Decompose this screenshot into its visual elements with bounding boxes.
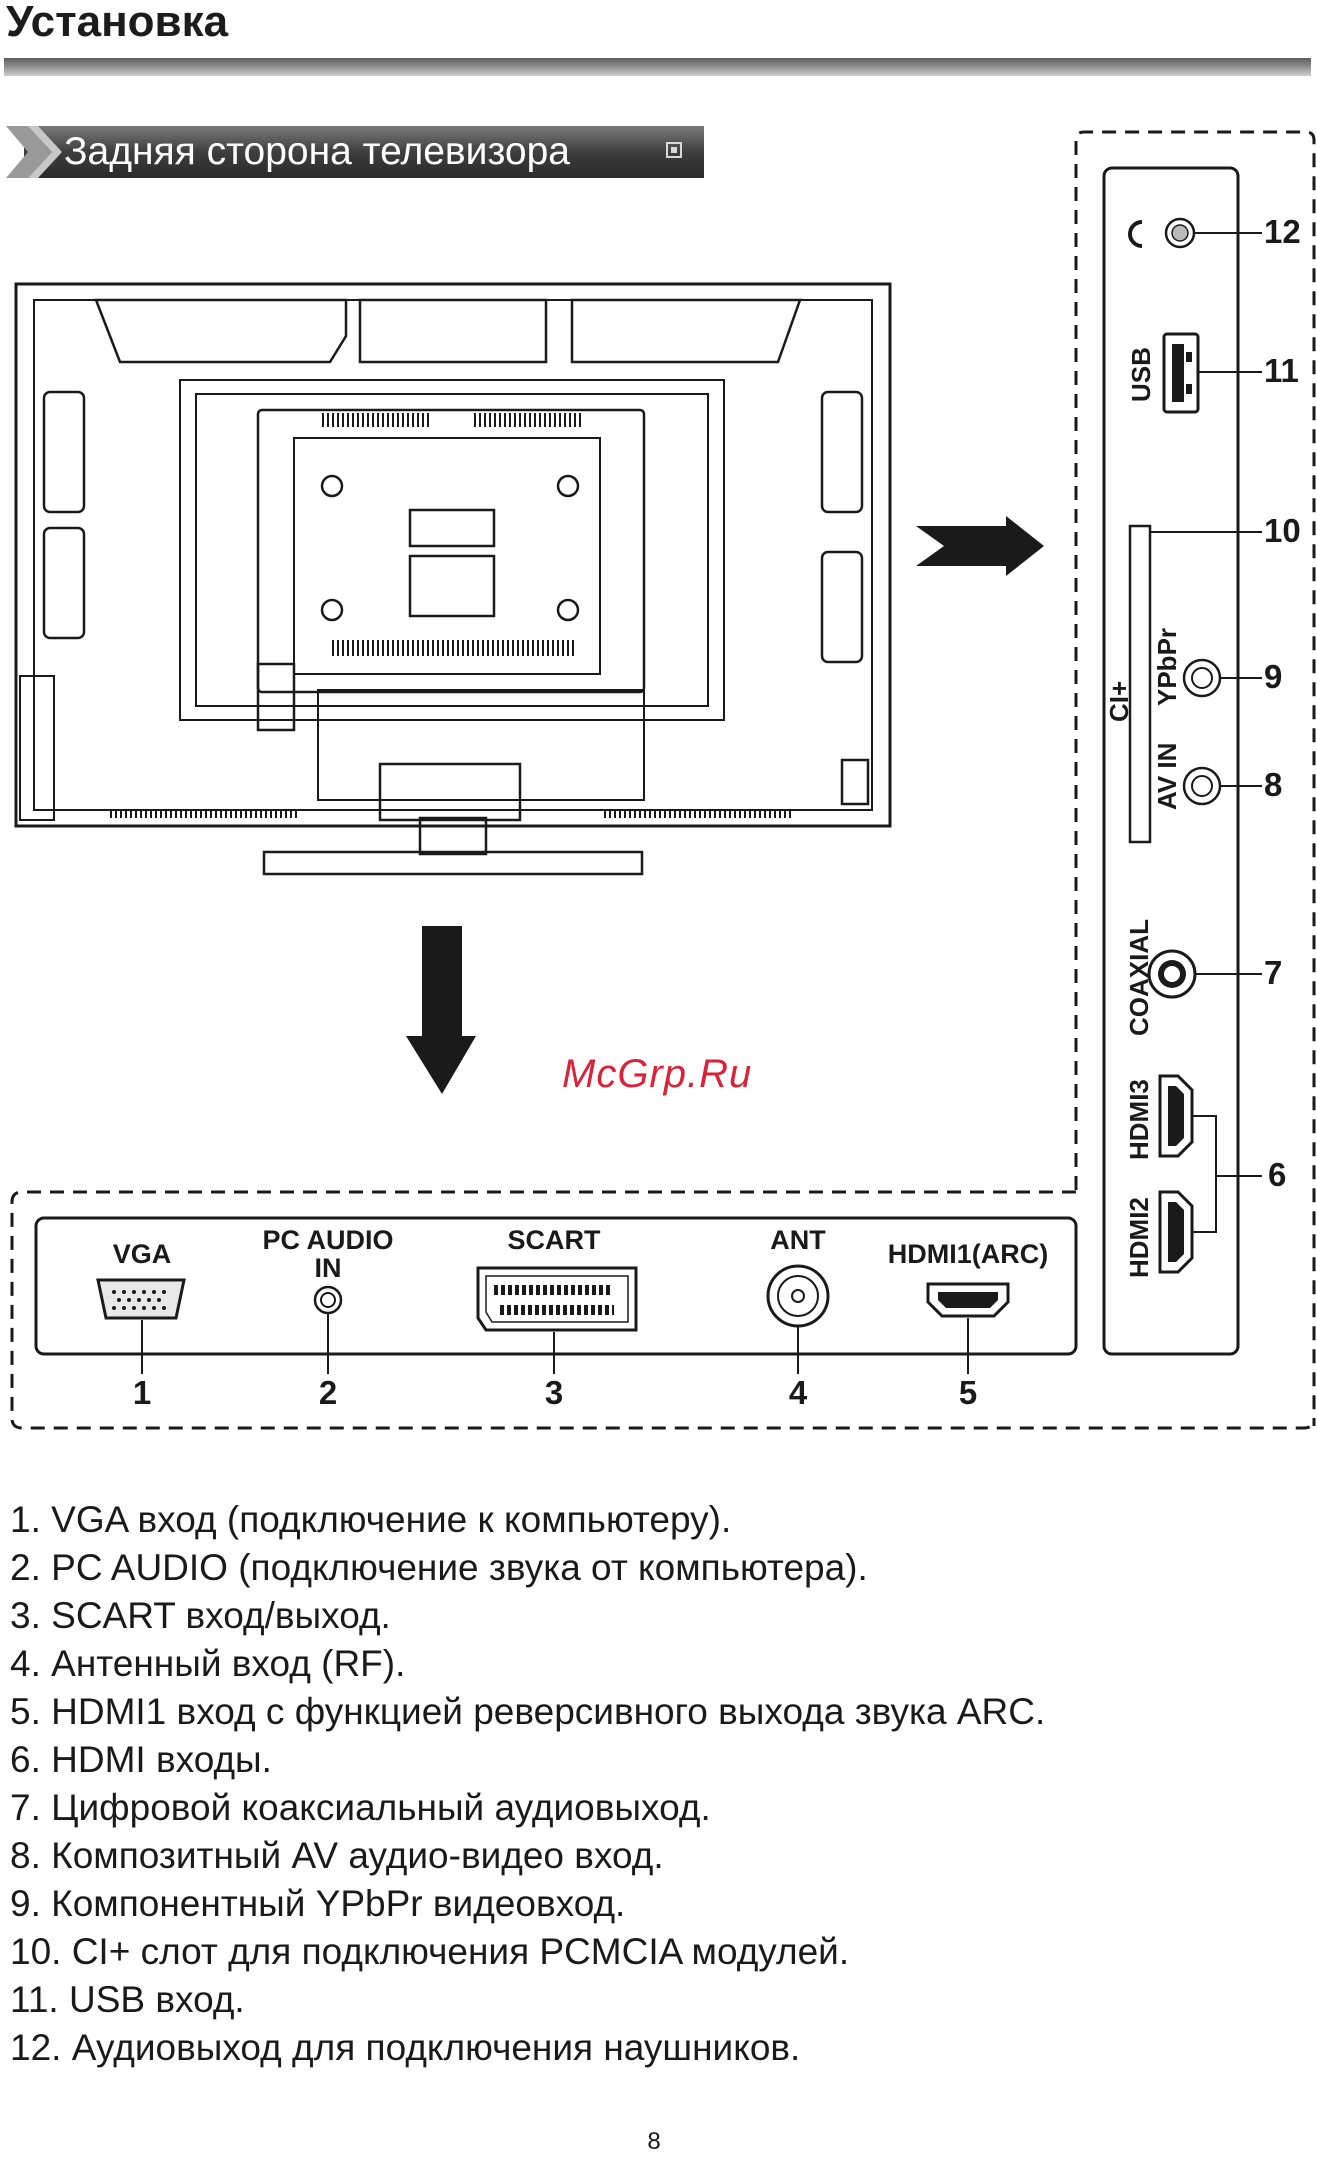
ant-label: ANT xyxy=(770,1225,826,1255)
bottom-panel-dashed-frame xyxy=(10,1190,1316,1430)
tv-rear-diagram xyxy=(10,130,1316,1430)
ypbpr-jack-icon xyxy=(1182,658,1222,698)
usb-port-icon xyxy=(1162,332,1200,414)
port-number-11: 11 xyxy=(1264,352,1299,389)
list-item: 9. Компонентный YPbPr видеовход. xyxy=(10,1883,626,1924)
connector-description-list: 1. VGA вход (подключение к компьютеру). … xyxy=(10,1496,1045,2072)
usb-label: USB xyxy=(1126,347,1156,402)
vga-label: VGA xyxy=(112,1239,172,1269)
hdmi3-label: HDMI3 xyxy=(1124,1079,1154,1160)
tv-vent-hatching xyxy=(110,413,794,818)
bottom-connector-panel xyxy=(34,1216,1078,1356)
port-number-3: 3 xyxy=(544,1374,564,1411)
pc-audio-jack-icon xyxy=(313,1285,343,1315)
ci-slot-icon xyxy=(1128,524,1152,844)
title-rule xyxy=(4,58,1311,76)
ypbpr-label: YPbPr xyxy=(1152,627,1182,706)
hdmi3-port-icon xyxy=(1158,1074,1194,1158)
list-item: 5. HDMI1 вход с функцией реверсивного вы… xyxy=(10,1691,1046,1732)
hdmi2-label: HDMI2 xyxy=(1124,1197,1154,1278)
port-number-6: 6 xyxy=(1268,1156,1287,1193)
list-item: 10. CI+ слот для подключения PCMCIA моду… xyxy=(10,1931,850,1972)
ci-plus-label: CI+ xyxy=(1104,680,1134,722)
banner-square-icon xyxy=(666,142,682,158)
list-item: 11. USB вход. xyxy=(10,1979,245,2020)
list-item: 4. Антенный вход (RF). xyxy=(10,1643,406,1684)
pc-audio-label-line2: IN xyxy=(314,1253,342,1283)
port-number-5: 5 xyxy=(958,1374,978,1411)
port-number-9: 9 xyxy=(1264,658,1283,695)
hdmi2-port-icon xyxy=(1158,1190,1194,1274)
port-number-4: 4 xyxy=(788,1374,808,1411)
section-banner: Задняя сторона телевизора xyxy=(6,124,704,180)
port-number-12: 12 xyxy=(1264,213,1301,250)
section-banner-bg xyxy=(6,126,704,178)
vga-port-icon xyxy=(96,1278,186,1320)
page-number: 8 xyxy=(647,2128,661,2155)
headphone-icon xyxy=(1128,217,1196,249)
list-item: 12. Аудиовыход для подключения наушников… xyxy=(10,2027,801,2068)
av-in-jack-icon xyxy=(1182,766,1222,806)
coaxial-label: COAXIAL xyxy=(1124,919,1154,1036)
list-item: 3. SCART вход/выход. xyxy=(10,1595,391,1636)
antenna-port-icon xyxy=(766,1264,830,1328)
section-label: Задняя сторона телевизора xyxy=(64,130,570,173)
scart-label: SCART xyxy=(507,1225,601,1255)
side-connector-panel xyxy=(1102,166,1240,1356)
list-item: 8. Композитный AV аудио-видео вход. xyxy=(10,1835,664,1876)
port-number-2: 2 xyxy=(318,1374,338,1411)
list-item: 1. VGA вход (подключение к компьютеру). xyxy=(10,1499,732,1540)
list-item: 2. PC AUDIO (подключение звука от компью… xyxy=(10,1547,868,1588)
scart-port-icon xyxy=(476,1266,638,1332)
arrow-right-icon xyxy=(916,516,1044,576)
tv-rear-illustration xyxy=(14,282,892,876)
side-panel-dashed-frame xyxy=(1074,130,1316,1426)
pc-audio-label-line1: PC AUDIO xyxy=(262,1225,394,1255)
hdmi1-label: HDMI1(ARC) xyxy=(887,1239,1049,1269)
list-item: 6. HDMI входы. xyxy=(10,1739,272,1780)
port-number-7: 7 xyxy=(1264,954,1283,991)
port-number-10: 10 xyxy=(1264,512,1301,549)
page-title: Установка xyxy=(6,0,229,46)
list-item: 7. Цифровой коаксиальный аудиовыход. xyxy=(10,1787,711,1828)
coaxial-jack-icon xyxy=(1147,949,1197,999)
arrow-down-icon xyxy=(406,926,476,1094)
watermark: McGrp.Ru xyxy=(562,1052,753,1096)
hdmi1-port-icon xyxy=(926,1282,1010,1318)
chevron-icon xyxy=(6,126,52,178)
port-number-1: 1 xyxy=(132,1374,152,1411)
av-in-label: AV IN xyxy=(1152,742,1182,810)
port-number-8: 8 xyxy=(1264,766,1283,803)
